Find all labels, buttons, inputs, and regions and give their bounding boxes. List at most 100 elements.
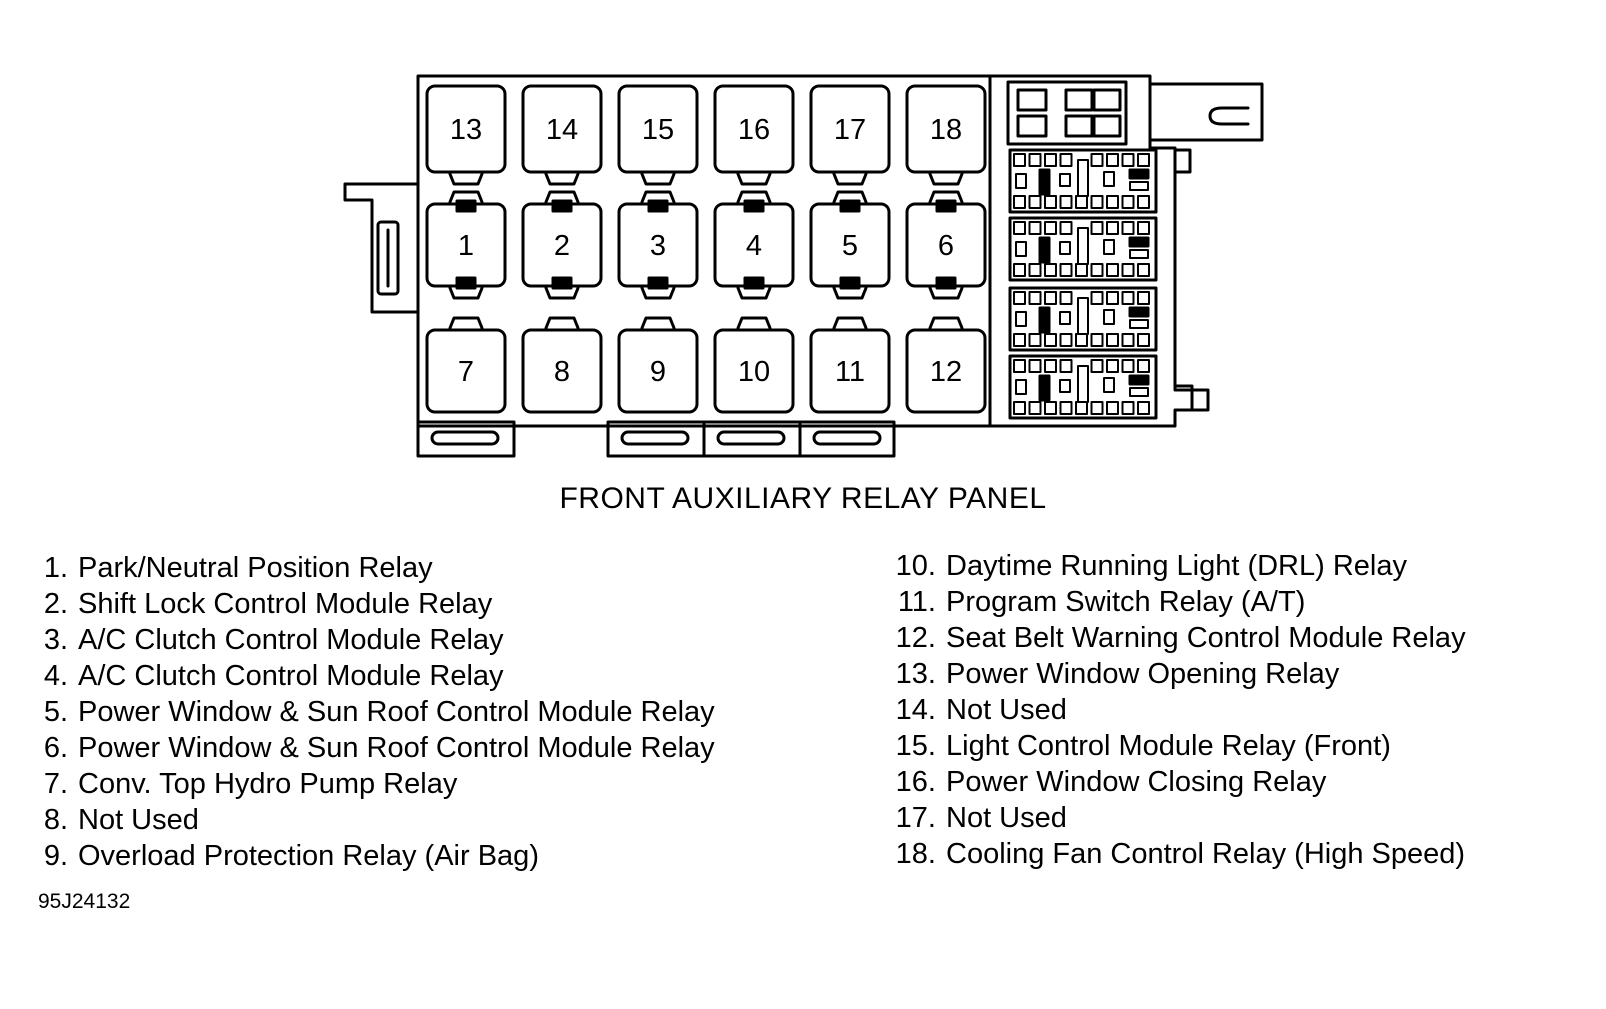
top-connector-block xyxy=(1006,80,1128,146)
connector-pin xyxy=(1090,401,1104,415)
relay-socket-clip xyxy=(448,172,484,186)
connector-pin xyxy=(1059,173,1071,187)
connector-pin xyxy=(1075,333,1088,347)
relay-socket-clip xyxy=(928,172,964,186)
connector-pin xyxy=(1059,401,1073,415)
relay-number-label: 14 xyxy=(546,114,578,146)
legend-item-text: A/C Clutch Control Module Relay xyxy=(78,660,504,692)
relay-number-label: 5 xyxy=(842,230,858,262)
connector-pin xyxy=(1103,171,1115,187)
relay-socket-clip xyxy=(832,172,868,186)
legend-item-text: Program Switch Relay (A/T) xyxy=(946,586,1306,618)
legend-item: 12.Seat Belt Warning Control Module Rela… xyxy=(888,620,1466,656)
relay-socket-17: 17 xyxy=(809,84,891,186)
relay-socket-outline xyxy=(713,328,795,414)
relay-terminal xyxy=(551,276,573,290)
legend-item-number: 5. xyxy=(43,696,68,728)
legend-item-text: Shift Lock Control Module Relay xyxy=(78,588,493,620)
bottom-tab-slot xyxy=(620,430,690,446)
connector-pin xyxy=(1106,221,1119,235)
side-lug xyxy=(1173,384,1194,410)
connector-pin xyxy=(1075,195,1088,209)
connector-pin xyxy=(1015,311,1027,327)
connector-pin xyxy=(1129,249,1149,259)
relay-socket-6: 6 xyxy=(905,190,987,300)
connector-pin xyxy=(1044,401,1057,415)
relay-socket-outline xyxy=(521,84,603,174)
connector-pin xyxy=(1106,291,1119,305)
legend-item-text: Power Window Closing Relay xyxy=(946,766,1327,798)
connector-pin xyxy=(1121,291,1135,305)
connector-key xyxy=(1038,236,1051,264)
connector-pin xyxy=(1013,333,1026,347)
bottom-tab-center xyxy=(606,420,896,458)
connector-pin xyxy=(1090,291,1104,305)
legend-item: 2.Shift Lock Control Module Relay xyxy=(36,586,715,622)
legend-item: 18.Cooling Fan Control Relay (High Speed… xyxy=(888,836,1466,872)
relay-socket-outline xyxy=(425,84,507,174)
legend-item-number: 10. xyxy=(895,550,936,582)
connector-key xyxy=(1038,306,1051,334)
diagram-caption: FRONT AUXILIARY RELAY PANEL xyxy=(559,482,1047,515)
relay-socket-14: 14 xyxy=(521,84,603,186)
legend-item: 17. Not Used xyxy=(888,800,1466,836)
legend-item-text: Power Window Opening Relay xyxy=(946,658,1340,690)
legend-item-text: Park/Neutral Position Relay xyxy=(78,552,433,584)
connector-pin xyxy=(1028,333,1042,347)
connector-pin xyxy=(1106,333,1119,347)
legend-item-number: 15. xyxy=(895,730,936,762)
relay-socket-clip xyxy=(544,286,580,300)
connector-pin xyxy=(1059,333,1073,347)
connector-pin xyxy=(1121,195,1135,209)
connector-pin xyxy=(1137,291,1150,305)
legend-item: 9.Overload Protection Relay (Air Bag) xyxy=(36,838,715,874)
relay-socket-8: 8 xyxy=(521,316,603,414)
bottom-tab-slot xyxy=(716,430,786,446)
relay-number-label: 13 xyxy=(450,114,482,146)
legend-item: 7.Conv. Top Hydro Pump Relay xyxy=(36,766,715,802)
connector-pin xyxy=(1121,221,1135,235)
legend-item-text: Light Control Module Relay (Front) xyxy=(946,730,1391,762)
legend-item-text: Seat Belt Warning Control Module Relay xyxy=(946,622,1466,654)
connector-pin xyxy=(1013,221,1026,235)
connector-pin xyxy=(1015,241,1027,257)
legend-item-number: 9. xyxy=(43,840,68,872)
relay-socket-16: 16 xyxy=(713,84,795,186)
relay-socket-clip xyxy=(832,190,868,204)
connector-block xyxy=(1008,286,1158,352)
connector-pin xyxy=(1075,263,1088,277)
relay-terminal xyxy=(551,199,573,213)
connector-pin xyxy=(1129,181,1149,191)
legend-item-text: Not Used xyxy=(78,804,199,836)
relay-terminal xyxy=(839,276,861,290)
relay-socket-clip xyxy=(640,316,676,330)
relay-socket-outline xyxy=(521,328,603,414)
connector-pin xyxy=(1044,195,1057,209)
relay-socket-outline xyxy=(905,328,987,414)
relay-socket-clip xyxy=(736,316,772,330)
relay-socket-5: 5 xyxy=(809,190,891,300)
legend-item-number: 6. xyxy=(43,732,68,764)
connector-pin xyxy=(1013,263,1026,277)
connector-pin xyxy=(1013,153,1026,167)
legend-item-number: 17. xyxy=(895,802,936,834)
legend-item: 3.A/C Clutch Control Module Relay xyxy=(36,622,715,658)
connector-pin xyxy=(1044,333,1057,347)
legend-item: 10.Daytime Running Light (DRL) Relay xyxy=(888,548,1466,584)
legend-item: 1.Park/Neutral Position Relay xyxy=(36,550,715,586)
connector-pin xyxy=(1106,263,1119,277)
relay-socket-clip xyxy=(736,286,772,300)
relay-socket-clip xyxy=(736,190,772,204)
relay-number-label: 1 xyxy=(458,230,474,262)
bottom-tab-left xyxy=(416,420,516,458)
relay-socket-clip xyxy=(832,286,868,300)
connector-key xyxy=(1128,236,1150,248)
legend-item-text: Not Used xyxy=(946,802,1067,834)
relay-number-label: 4 xyxy=(746,230,762,262)
legend-item-number: 14. xyxy=(895,694,936,726)
connector-pin xyxy=(1137,359,1150,373)
connector-pin xyxy=(1137,263,1150,277)
legend-item: 4.A/C Clutch Control Module Relay xyxy=(36,658,715,694)
legend-item-text: Not Used xyxy=(946,694,1067,726)
